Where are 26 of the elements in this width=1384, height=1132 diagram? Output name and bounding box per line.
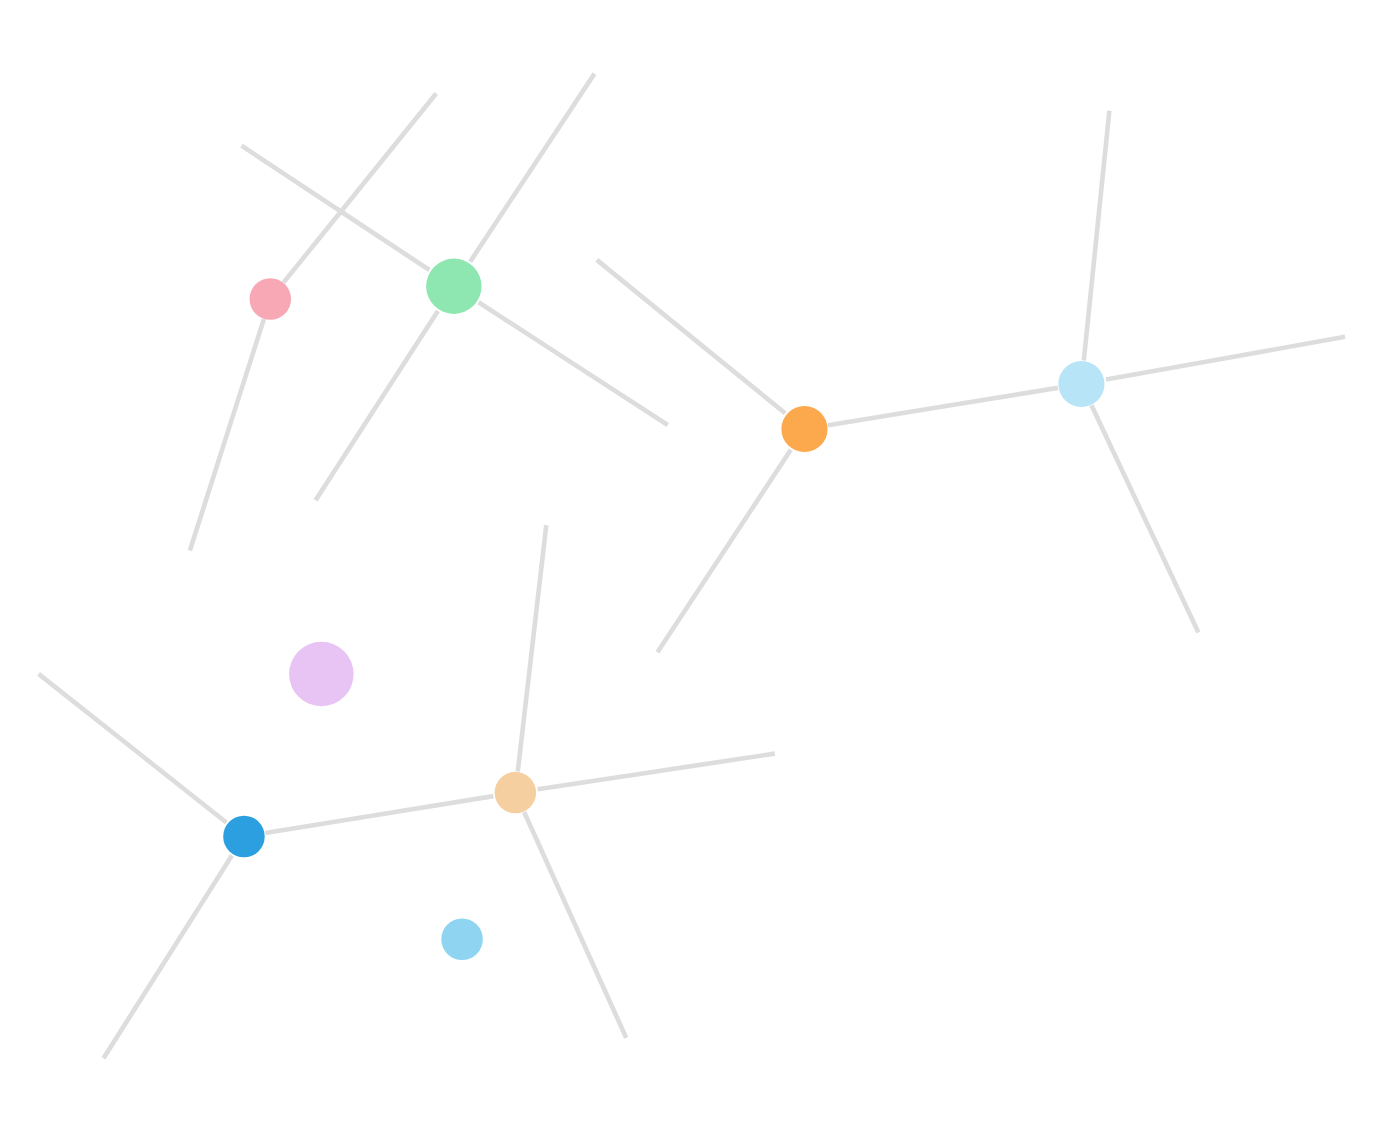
- connector: [827, 385, 1059, 428]
- connector: [655, 448, 793, 654]
- connector: [313, 309, 440, 502]
- connector: [1081, 110, 1112, 361]
- connector: [101, 854, 234, 1060]
- node-circle: [781, 406, 828, 453]
- node-circle: [441, 918, 483, 961]
- connector: [240, 143, 431, 272]
- connector: [187, 318, 267, 552]
- node-circle: [289, 641, 354, 707]
- node-circle: [249, 278, 292, 320]
- connector: [281, 92, 438, 285]
- connector: [1105, 334, 1346, 382]
- connector: [537, 751, 776, 792]
- connector: [468, 72, 597, 263]
- node-circle: [494, 771, 537, 814]
- connector: [477, 300, 669, 427]
- node-circle: [223, 815, 265, 858]
- node-circle: [1058, 360, 1105, 408]
- connector: [264, 793, 494, 836]
- connector: [37, 672, 228, 825]
- connector: [595, 258, 787, 416]
- node-circle: [426, 258, 482, 314]
- connector: [515, 525, 549, 772]
- connector: [522, 811, 629, 1039]
- connector: [1089, 404, 1201, 634]
